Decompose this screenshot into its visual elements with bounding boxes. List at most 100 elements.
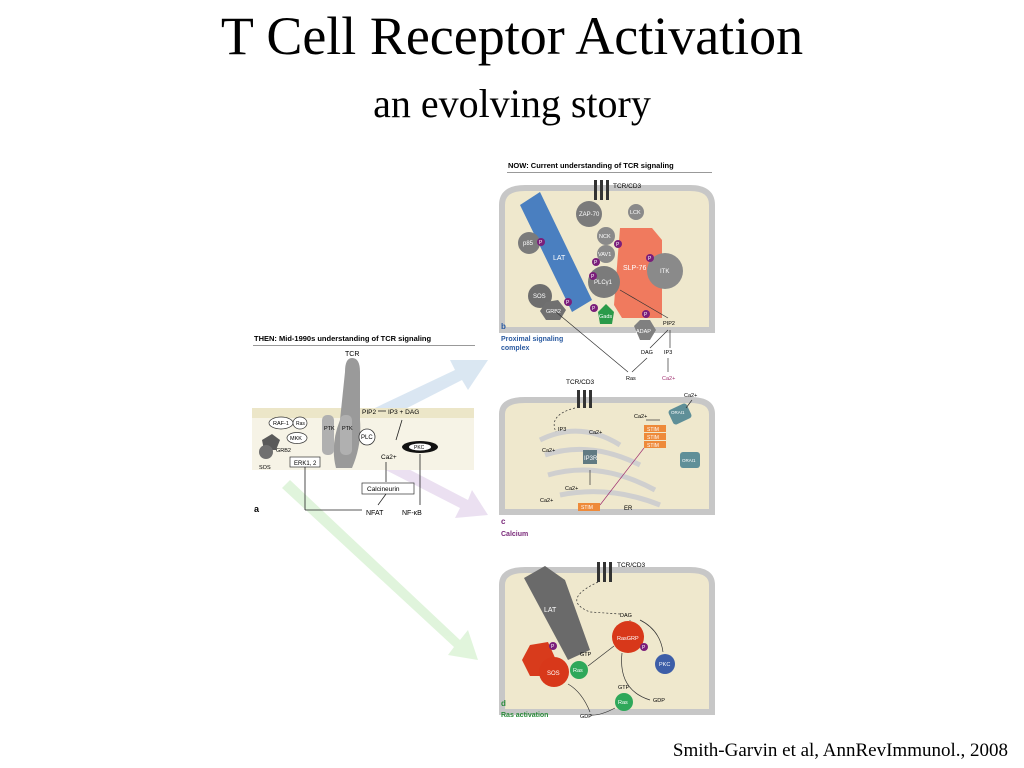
sos-node-a [259,445,273,459]
ras-label-b: Ras [626,376,636,382]
lat-label-b: LAT [553,255,566,262]
slp76-label: SLP-76 [623,265,646,272]
ip3r-node [583,450,597,464]
stim-label-2: STIM [647,435,659,441]
gtp-label-d2: GTP [618,685,630,691]
panel-a-letter: a [254,504,260,514]
mkk-node [286,432,308,444]
phospho-5: P [648,256,652,262]
mkk-label: MKK [290,436,302,442]
slp76-block [614,228,662,318]
tcr-cd3-b [594,180,609,200]
phospho-d2-label: P [642,645,646,651]
ca-label-b: Ca2+ [662,376,675,382]
ptk-2-label: PTK [342,426,353,432]
ras-label-d2: Ras [618,700,628,706]
gtp-label-d1: GTP [580,652,592,658]
er-label: ER [624,506,633,512]
adap-node [634,320,656,340]
p85-label: p85 [523,241,534,247]
panel-a: THEN: Mid-1990s understanding of TCR sig… [252,334,475,517]
pkc-label-a: PKC [414,445,425,451]
phospho-6: P [566,300,570,306]
nfkb-label: NF-κB [402,510,422,517]
tcr-label-a: TCR [345,351,359,358]
gads-node [598,304,614,324]
ras-gdp-node [615,693,633,711]
ip3-dag-label-a: IP3 + DAG [388,409,419,416]
ca-label-c4: Ca2+ [540,498,553,504]
gdp-label-d2: GDP [580,714,592,720]
arrow-to-d [282,480,478,660]
ras-label-d1: Ras [573,668,583,674]
phospho-sites-b: P P P P P P P P [537,238,654,318]
lck-label: LCK [630,210,641,216]
panel-c-letter: c [501,517,506,526]
tcr-label-c: TCR/CD3 [566,379,595,386]
dag-label-d: DAG [620,613,632,619]
phospho-8: P [644,312,648,318]
rasgrp-node [612,621,644,653]
stim-stack: STIM STIM STIM [644,425,666,449]
lat-label-d: LAT [544,607,557,614]
ras-label-a: Ras [296,421,305,427]
phospho-4: P [591,274,595,280]
plc-label: PLC [361,435,373,441]
sos-label-d: SOS [547,671,560,677]
grb2-label-b: GRB2 [546,309,561,315]
ca-label-c2: Ca2+ [542,448,555,454]
tcr-label-b: TCR/CD3 [613,183,642,190]
dag-label-b: DAG [641,350,653,356]
citation: Smith-Garvin et al, AnnRevImmunol., 2008 [672,740,1008,761]
sos-label-b: SOS [533,294,546,300]
zap70-label: ZAP-70 [579,212,600,218]
phospho-2: P [616,242,620,248]
ca-label-c6: Ca2+ [684,393,697,399]
gads-label: Gads [599,314,612,320]
ip3r-label: IP3R [584,456,598,462]
panel-b-caption-2: complex [501,345,530,352]
panel-c-caption: Calcium [501,531,528,538]
rasgrp-label: RasGRP [617,636,639,642]
panel-b-caption-1: Proximal signaling [501,336,563,343]
panel-c: TCR/CD3 IP3R IP3 Ca2+ Ca2+ Ca2+ Ca2+ Ca2… [499,379,715,538]
panel-b-arrows [555,289,671,373]
panel-d-arrows [567,581,664,716]
sos-label-a: SOS [259,465,271,471]
itk-node [647,253,683,289]
adap-label: ADAP [636,329,651,335]
plcg1-label: PLCγ1 [594,280,613,286]
slide-title: T Cell Receptor Activation [220,6,804,66]
ras-gtp-node [570,661,588,679]
plc-node [358,428,376,446]
zap70-node [576,201,602,227]
phospho-d1 [549,642,557,650]
panel-b-heading: NOW: Current understanding of TCR signal… [508,161,674,170]
ras-node-a [292,416,308,430]
ptk-1 [322,415,334,455]
orai-label-1: ORAI1 [671,410,685,415]
pkc-label-d: PKC [659,662,670,668]
orai-label-2: ORAI1 [682,458,696,463]
ca-label-c3: Ca2+ [565,486,578,492]
ptk-2 [340,415,352,455]
panel-a-heading: THEN: Mid-1990s understanding of TCR sig… [254,334,432,343]
stim-label-3: STIM [647,443,659,449]
lat-block-d [524,566,590,660]
ca-label-c1: Ca2+ [589,430,602,436]
phospho-1: P [539,240,543,246]
pip2-label-a: PIP2 [362,409,376,416]
erk-label: ERK1, 2 [294,461,317,467]
sos-node-d [539,657,569,687]
pkc-node-d [655,654,675,674]
panel-d: TCR/CD3 LAT SOS P Ras GTP RasGRP P DAG P… [499,562,715,720]
phospho-d1-label: P [551,644,555,650]
panel-a-arrows [304,410,421,511]
lat-bar [520,192,592,312]
phospho-3: P [594,260,598,266]
vav1-node [597,245,615,263]
panel-d-caption: Ras activation [501,712,548,719]
tcr-cd3-c [577,390,592,408]
nck-label: NCK [599,234,611,240]
ip3-label-c: IP3 [558,427,566,433]
